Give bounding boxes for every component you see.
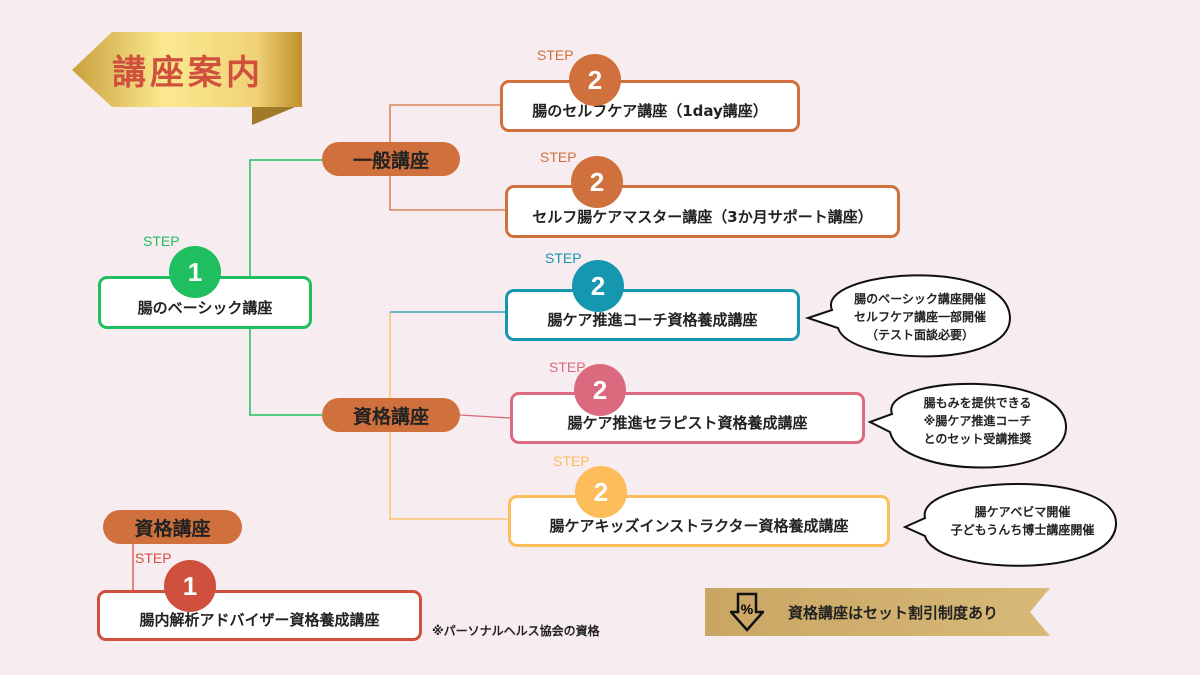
course-name: 腸ケア推進コーチ資格養成講座 — [547, 311, 758, 329]
course-therapist[interactable]: 腸ケア推進セラピスト資格養成講座 — [510, 392, 865, 444]
category-general: 一般講座 — [322, 142, 460, 176]
course-name: 腸ケアキッズインストラクター資格養成講座 — [549, 517, 849, 535]
course-selfcare[interactable]: 腸のセルフケア講座（1day講座） — [500, 80, 800, 132]
step-label: STEP — [553, 453, 590, 469]
svg-text:%: % — [741, 601, 754, 617]
step-number-badge: 2 — [571, 156, 623, 208]
course-coach[interactable]: 腸ケア推進コーチ資格養成講座 — [505, 289, 800, 341]
course-name: 腸ケア推進セラピスト資格養成講座 — [567, 414, 808, 432]
percent-down-arrow-icon: % — [728, 592, 766, 636]
step-label: STEP — [537, 47, 574, 63]
step-number-badge: 1 — [164, 560, 216, 612]
category-qualification-bottom: 資格講座 — [103, 510, 242, 544]
course-kids[interactable]: 腸ケアキッズインストラクター資格養成講座 — [508, 495, 890, 547]
step-number-badge: 2 — [569, 54, 621, 106]
step-number-badge: 2 — [575, 466, 627, 518]
footnote: ※パーソナルヘルス協会の資格 — [432, 624, 600, 638]
course-name: セルフ腸ケアマスター講座（3か月サポート講座） — [532, 208, 873, 226]
step-number-badge: 2 — [572, 260, 624, 312]
step-number-badge: 1 — [169, 246, 221, 298]
speech-bubble: 腸ケアベビマ開催子どもうんち博士講座開催 — [950, 505, 1095, 537]
step-label: STEP — [545, 250, 582, 266]
category-qualification: 資格講座 — [322, 398, 460, 432]
course-self-master[interactable]: セルフ腸ケアマスター講座（3か月サポート講座） — [505, 185, 900, 238]
course-name: 腸のベーシック講座 — [137, 299, 273, 317]
step-label: STEP — [540, 149, 577, 165]
course-name: 腸のセルフケア講座（1day講座） — [532, 102, 768, 120]
discount-text: 資格講座はセット割引制度あり — [788, 604, 999, 622]
step-label: STEP — [135, 550, 172, 566]
speech-bubble: 腸のベーシック講座開催セルフケア講座一部開催（テスト面談必要） — [853, 292, 986, 342]
speech-bubble: 腸もみを提供できる※腸ケア推進コーチとのセット受講推奨 — [923, 396, 1032, 446]
step-label: STEP — [549, 359, 586, 375]
course-analysis-advisor[interactable]: 腸内解析アドバイザー資格養成講座 — [97, 590, 422, 641]
step-number-badge: 2 — [574, 364, 626, 416]
course-name: 腸内解析アドバイザー資格養成講座 — [139, 611, 380, 629]
step-label: STEP — [143, 233, 180, 249]
page-title: 講座案内 — [112, 53, 264, 93]
